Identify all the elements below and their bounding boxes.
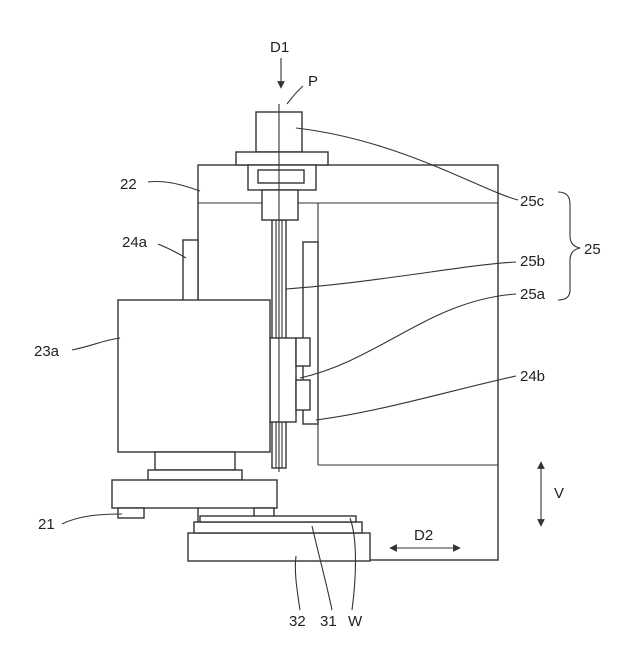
- label-24a: 24a: [122, 234, 148, 251]
- label-25a: 25a: [520, 286, 546, 303]
- label-25c: 25c: [520, 193, 545, 210]
- label-23a: 23a: [34, 343, 60, 360]
- guide-rail-24a: [183, 240, 198, 302]
- label-p: P: [308, 73, 318, 90]
- nut-25a: [270, 338, 310, 422]
- label-32: 32: [289, 613, 306, 630]
- label-21: 21: [38, 516, 55, 533]
- label-d1: D1: [270, 39, 289, 56]
- label-25: 25: [584, 241, 601, 258]
- stage-32: [188, 516, 370, 561]
- label-22: 22: [120, 176, 137, 193]
- label-w: W: [348, 613, 363, 630]
- label-25b: 25b: [520, 253, 545, 270]
- label-24b: 24b: [520, 368, 545, 385]
- brace-25: [558, 192, 580, 300]
- label-d2: D2: [414, 527, 433, 544]
- label-v: V: [554, 485, 564, 502]
- label-31: 31: [320, 613, 337, 630]
